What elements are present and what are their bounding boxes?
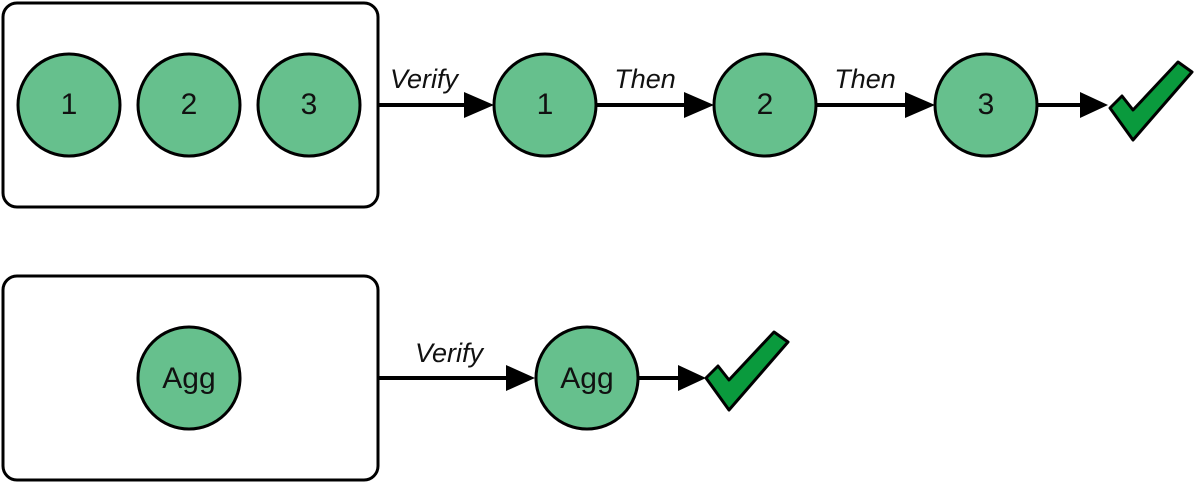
group-node-2: 2	[136, 52, 242, 158]
group-node-2-label: 2	[181, 88, 198, 121]
check-mark-icon	[1108, 60, 1194, 142]
chain-node-agg: Agg	[534, 325, 640, 431]
chain-node-3: 3	[933, 52, 1039, 158]
verify-arrowhead-top	[464, 92, 494, 118]
verify-label-bottom: Verify	[415, 338, 485, 368]
then-arrowhead-2	[905, 92, 935, 118]
chain-node-1-label: 1	[537, 88, 554, 121]
chain-node-agg-label: Agg	[560, 362, 613, 395]
verify-arrowhead-bottom	[506, 365, 535, 391]
group-node-agg-label: Agg	[162, 362, 215, 395]
group-node-1-label: 1	[61, 88, 78, 121]
group-node-1: 1	[16, 52, 122, 158]
group-node-3-label: 3	[301, 88, 318, 121]
then-label-2: Then	[834, 64, 896, 94]
check-mark-icon	[704, 330, 790, 412]
result-arrowhead-top	[1080, 92, 1108, 118]
result-arrowhead-bottom	[678, 365, 706, 391]
chain-node-1: 1	[492, 52, 598, 158]
verify-label-top: Verify	[390, 64, 460, 94]
group-node-3: 3	[256, 52, 362, 158]
chain-node-2-label: 2	[757, 88, 774, 121]
chain-node-2: 2	[712, 52, 818, 158]
then-label-1: Then	[614, 64, 676, 94]
group-node-agg: Agg	[136, 325, 242, 431]
chain-node-3-label: 3	[978, 88, 995, 121]
then-arrowhead-1	[684, 92, 714, 118]
